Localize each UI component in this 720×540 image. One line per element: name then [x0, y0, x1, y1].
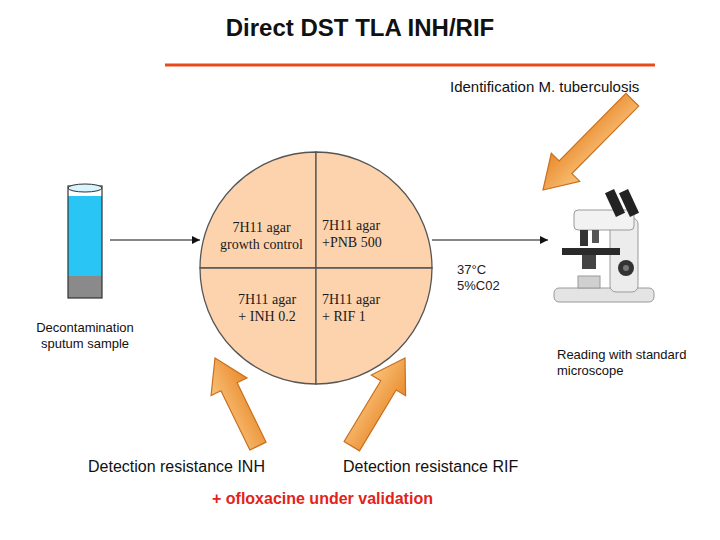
incubation-note: 37°C 5%C02 [457, 262, 505, 293]
microscope-lamp [578, 276, 600, 288]
sample-tube: Decontamination sputum sample [60, 180, 110, 355]
agar-quadrant: 7H11 agar growth control [200, 152, 316, 268]
resistance-note: Detection resistance INH [88, 457, 308, 476]
node-text: 7H11 agar growth control [214, 220, 309, 254]
block-arrow [529, 86, 647, 204]
node-shape [200, 268, 316, 384]
validation-note: + ofloxacine under validation [212, 489, 492, 508]
node-text: 7H11 agar + INH 0.2 [234, 292, 300, 326]
tube-illustration [68, 184, 102, 298]
microscope-base [554, 288, 654, 302]
liquid-fill [68, 196, 102, 276]
identification-note: Identification M. tuberculosis [450, 78, 710, 96]
node-text: Decontamination sputum sample [20, 320, 150, 351]
microscope-objective [580, 230, 588, 246]
quadrant-outline [316, 152, 432, 268]
diagram-title: Direct DST TLA INH/RIF [0, 14, 720, 43]
sediment-fill [68, 276, 102, 298]
node-text: Reading with standard microscope [557, 347, 707, 378]
agar-quadrant: 7H11 agar + INH 0.2 [200, 268, 316, 384]
tube-rim [68, 184, 102, 192]
microscope-node: Reading with standard microscope [548, 188, 698, 383]
resistance-note: Detection resistance RIF [343, 457, 563, 476]
tube-outline [68, 186, 102, 298]
microscope-knob [618, 260, 634, 276]
block-arrow-shape [529, 86, 647, 204]
microscope-knob-center [623, 265, 629, 271]
microscope-objective [592, 230, 599, 243]
node-text: 7H11 agar + RIF 1 [322, 292, 388, 326]
title-rule [165, 64, 655, 67]
microscope-stage [562, 248, 620, 255]
microscope-illustration [554, 189, 654, 302]
quadrant-outline [200, 268, 316, 384]
agar-quadrant: 7H11 agar + RIF 1 [316, 268, 432, 384]
node-shape [316, 268, 432, 384]
flow-arrow [432, 239, 548, 240]
microscope-eyepiece [619, 189, 639, 217]
quadrant-outline [200, 152, 316, 268]
microscope-head [574, 210, 634, 230]
microscope-condenser [582, 255, 596, 269]
node-shape [316, 152, 432, 268]
node-text: 7H11 agar +PNB 500 [322, 218, 402, 252]
quadrant-outline [316, 268, 432, 384]
agar-quadrant: 7H11 agar +PNB 500 [316, 152, 432, 268]
flow-arrow [110, 239, 200, 240]
